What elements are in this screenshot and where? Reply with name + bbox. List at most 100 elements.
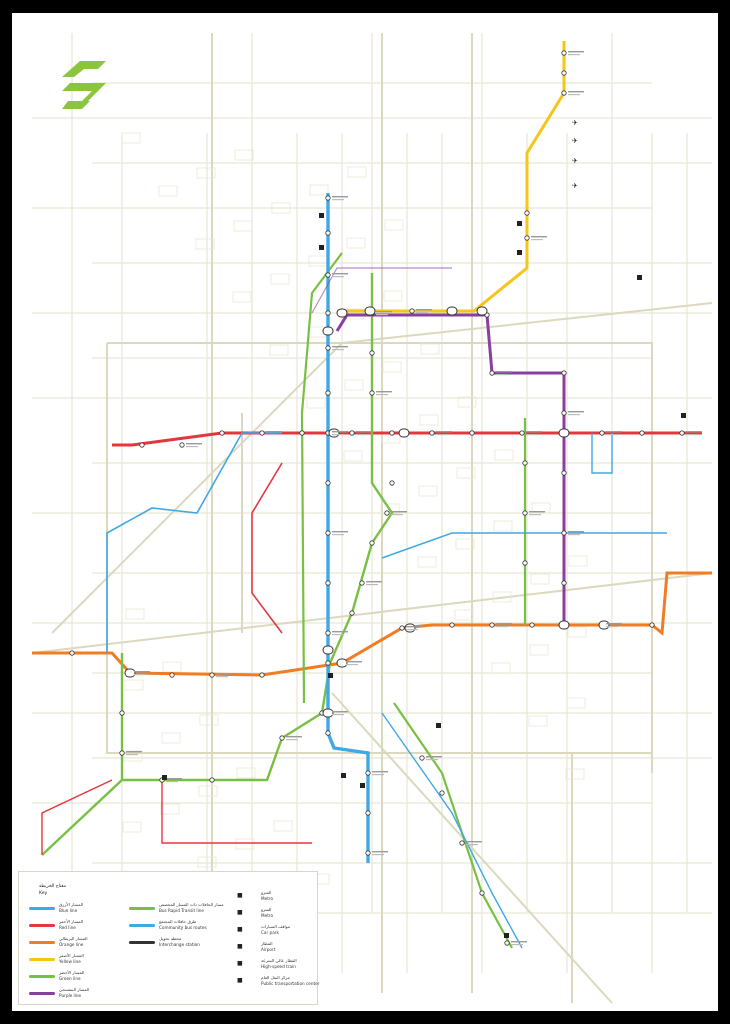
legend-swatch (129, 907, 155, 910)
station-label-mark (426, 759, 438, 761)
station-label-mark (568, 51, 584, 53)
block (383, 290, 403, 302)
major-road (51, 342, 343, 634)
station-label-mark (496, 623, 512, 625)
station (524, 235, 530, 241)
legend-label-ar: المطار (261, 941, 273, 946)
block (568, 555, 588, 567)
station-label-mark (416, 309, 432, 311)
facility-icon (319, 245, 324, 250)
community-bus-loop (591, 433, 613, 474)
station-label-mark (372, 851, 388, 853)
station-label-mark (568, 91, 584, 93)
block (199, 714, 219, 726)
block (309, 184, 329, 196)
legend-label-en: Orange line (59, 942, 84, 947)
station-label-mark (376, 391, 392, 393)
legend-swatch (29, 958, 55, 961)
block (456, 467, 476, 479)
yellow-line (337, 41, 566, 313)
purple-brt (311, 267, 452, 314)
block (234, 149, 254, 161)
station-label-mark (332, 349, 344, 351)
red-line (112, 431, 702, 447)
facility-icon (436, 723, 441, 728)
station-label-mark (606, 431, 622, 433)
station (561, 470, 567, 476)
block (161, 732, 181, 744)
facility-icon (360, 783, 365, 788)
station-label-mark (216, 673, 232, 675)
station (639, 430, 645, 436)
station (325, 195, 331, 201)
station (399, 625, 405, 631)
legend-swatch (29, 992, 55, 995)
station-label-mark (356, 431, 372, 433)
block (306, 397, 326, 409)
station-label-mark (332, 434, 344, 436)
block (455, 538, 475, 550)
legend-swatch (29, 907, 55, 910)
facility-icon (637, 275, 642, 280)
station (561, 370, 567, 376)
red-bus-southwest (41, 779, 113, 855)
legend-label-ar: المترو (261, 890, 272, 895)
station (561, 90, 567, 96)
station-label-mark (126, 754, 138, 756)
legend-label-ar: طرق حافلات المجتمع (159, 919, 197, 924)
station-label-mark (332, 276, 344, 278)
interchange-station (398, 428, 410, 438)
station-label-mark (186, 443, 202, 445)
block (198, 785, 218, 797)
station (504, 940, 510, 946)
station-label-mark (372, 854, 384, 856)
station-label-mark (134, 671, 150, 673)
station-label-mark (406, 629, 418, 631)
block (195, 238, 215, 250)
station (561, 530, 567, 536)
station (179, 442, 185, 448)
block (529, 644, 549, 656)
station (349, 430, 355, 436)
legend-label-ar: مركز النقل العام (261, 975, 290, 980)
block (565, 768, 585, 780)
interchange-station (328, 428, 340, 438)
station-label-mark (511, 944, 523, 946)
interchange-station (404, 623, 416, 633)
airport-icon: ■ (237, 943, 243, 950)
station-label-mark (526, 431, 542, 433)
block (343, 450, 363, 462)
legend-label-en: Airport (261, 947, 276, 952)
station-label-mark (266, 431, 282, 433)
interchange-station (322, 326, 334, 336)
station-label-mark (568, 411, 584, 413)
station (325, 660, 331, 666)
station (524, 210, 530, 216)
station-label-mark (332, 711, 348, 713)
station-label-mark (511, 941, 527, 943)
block (160, 803, 180, 815)
station (439, 790, 445, 796)
legend-label-ar: مواقف السيارات (261, 924, 291, 929)
station-label-mark (332, 531, 348, 533)
block (493, 520, 513, 532)
block (270, 273, 290, 285)
station-label-mark (372, 771, 388, 773)
interchange-station (476, 306, 488, 316)
station-label-mark (466, 841, 482, 843)
interchange-station (598, 620, 610, 630)
station (139, 442, 145, 448)
block (530, 573, 550, 585)
green-line-north (300, 252, 343, 704)
station (325, 345, 331, 351)
station (259, 672, 265, 678)
station (325, 272, 331, 278)
station-label-mark (366, 581, 382, 583)
block (418, 485, 438, 497)
block (346, 237, 366, 249)
block (271, 202, 291, 214)
station (259, 430, 265, 436)
